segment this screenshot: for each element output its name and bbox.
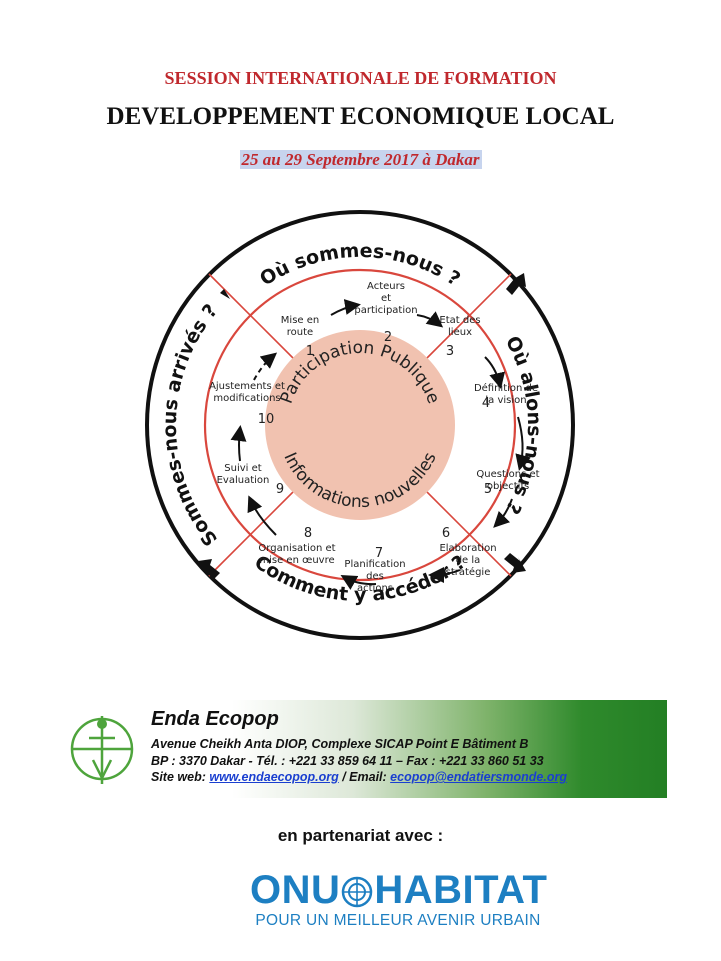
quadrant-lines xyxy=(208,273,512,577)
step-7-number: 7 xyxy=(375,546,383,561)
un-emblem-icon xyxy=(342,877,373,908)
step-7-label-line: Planification xyxy=(344,559,405,570)
org-contact: BP : 3370 Dakar - Tél. : +221 33 859 64 … xyxy=(151,754,544,768)
step-4-label-line: la vision xyxy=(485,395,526,406)
org-web-line: Site web: www.endaecopop.org / Email: ec… xyxy=(151,770,567,784)
step-6-label-line: stratégie xyxy=(446,566,491,578)
step-2-label-line: Acteurs xyxy=(367,281,405,292)
event-date: 25 au 29 Septembre 2017 à Dakar xyxy=(0,150,721,170)
step-6-label-line: Elaboration xyxy=(439,543,496,554)
step-1-label-line: route xyxy=(287,327,313,338)
onu-habitat-wordmark: ONU HABITAT xyxy=(250,868,547,912)
step-5-label-line: objectifs xyxy=(487,481,529,492)
step-9-label-line: Evaluation xyxy=(217,475,270,486)
step-8-label-line: Organisation et xyxy=(258,543,335,554)
enda-logo-icon xyxy=(70,716,134,784)
step-3-number: 3 xyxy=(446,344,454,359)
corner-arrows xyxy=(198,273,526,579)
step-10-number: 10 xyxy=(258,412,275,427)
step-8-label-line: mise en œuvre xyxy=(259,555,334,566)
step-5-label-line: Questions et xyxy=(476,469,539,480)
step-3-label-line: lieux xyxy=(448,327,472,338)
email-link[interactable]: ecopop@endatiersmonde.org xyxy=(390,770,567,784)
org-address: Avenue Cheikh Anta DIOP, Complexe SICAP … xyxy=(151,737,529,751)
organization-banner: Enda Ecopop Avenue Cheikh Anta DIOP, Com… xyxy=(63,700,667,798)
step-6-number: 6 xyxy=(442,526,450,541)
development-cycle-diagram: Où sommes-nous ? Où allons-nous ? Commen… xyxy=(145,210,575,640)
step-9-label-line: Suivi et xyxy=(224,463,261,474)
step-1-label-line: Mise en xyxy=(281,315,319,326)
step-5-number: 5 xyxy=(484,482,492,497)
step-4-label-line: Définition de xyxy=(474,382,538,394)
onu-habitat-logo: ONU HABITAT POUR UN MEILLEUR AVENIR URBA… xyxy=(250,868,550,938)
org-name: Enda Ecopop xyxy=(151,708,279,730)
onu-text: ONU xyxy=(250,868,341,912)
step-1-number: 1 xyxy=(306,344,314,359)
step-10-label-line: modifications xyxy=(213,393,280,404)
cycle-arrows xyxy=(230,299,531,590)
step-4-number: 4 xyxy=(482,396,490,411)
step-9-number: 9 xyxy=(276,482,284,497)
step-2-label-line: participation xyxy=(354,305,417,316)
session-title: SESSION INTERNATIONALE DE FORMATION xyxy=(164,68,557,88)
partner-label: en partenariat avec : xyxy=(277,826,444,845)
web-label: Site web: xyxy=(151,770,210,784)
step-2-label-line: et xyxy=(381,293,391,304)
habitat-text: HABITAT xyxy=(374,868,548,912)
event-date-text: 25 au 29 Septembre 2017 à Dakar xyxy=(239,150,482,169)
step-8-number: 8 xyxy=(304,526,312,541)
step-3-label-line: Etat des xyxy=(439,315,480,326)
onu-tagline: POUR UN MEILLEUR AVENIR URBAIN xyxy=(255,912,541,929)
step-2-number: 2 xyxy=(384,330,392,345)
step-10-label-line: Ajustements et xyxy=(209,381,285,392)
step-7-label-line: actions xyxy=(357,583,393,594)
page-title: DEVELOPPEMENT ECONOMIQUE LOCAL xyxy=(106,103,615,130)
step-6-label-line: de la xyxy=(456,555,481,566)
website-link[interactable]: www.endaecopop.org xyxy=(209,770,339,784)
center-disc xyxy=(265,330,455,520)
email-sep: / Email: xyxy=(338,770,391,784)
step-7-label-line: des xyxy=(366,571,384,582)
